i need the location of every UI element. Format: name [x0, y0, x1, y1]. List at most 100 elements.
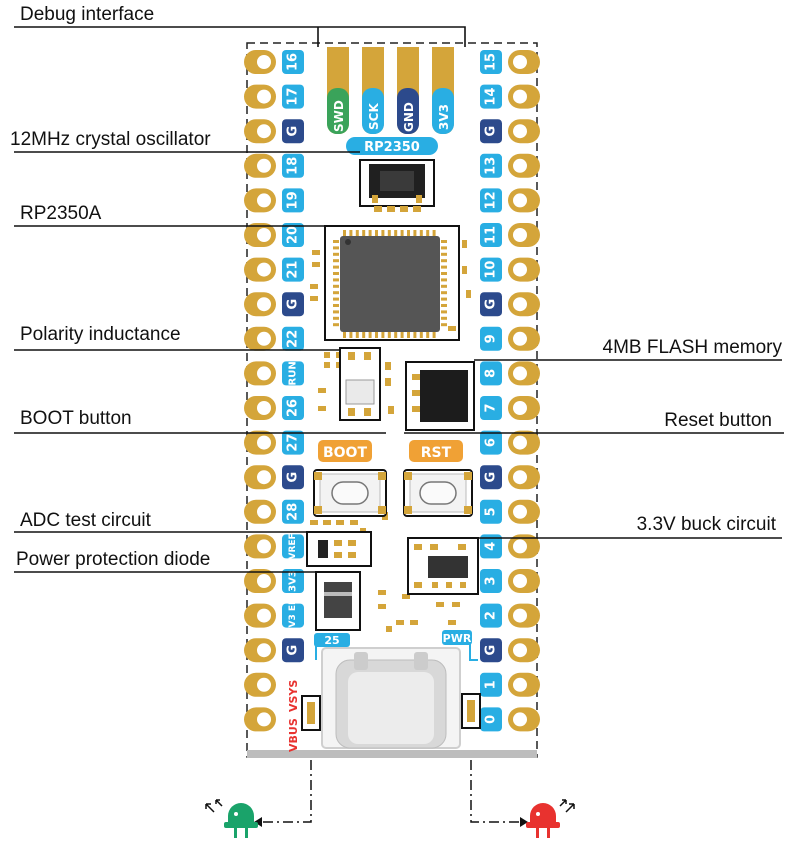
left-pin-badge	[282, 119, 304, 144]
chip-pin	[441, 304, 447, 307]
pwr-badge	[442, 630, 472, 645]
chip-pin	[407, 230, 410, 236]
right-pin-badge	[480, 326, 502, 351]
right-pad-hole	[513, 366, 527, 381]
chip-pin	[441, 265, 447, 269]
left-pad-column	[244, 50, 276, 732]
right-pin-badge	[480, 499, 502, 524]
callout-power-diode: Power protection diode	[16, 549, 210, 570]
right-pin-badge	[480, 153, 502, 178]
right-pin-label: 11	[484, 226, 499, 244]
chip-pin	[349, 230, 353, 236]
chip-pin	[441, 297, 447, 301]
right-pad-column	[508, 50, 540, 732]
left-pin-badge	[282, 361, 304, 386]
left-pin-badge	[282, 569, 304, 593]
right-pad-hole	[513, 89, 527, 104]
right-pad-hole	[513, 158, 527, 173]
left-pad-hole	[257, 504, 271, 519]
right-pin-badge	[480, 84, 502, 109]
chip-pin	[387, 230, 391, 236]
chip-pin	[333, 310, 339, 314]
chip-pin	[441, 278, 447, 282]
left-pin-badge	[282, 638, 304, 663]
right-pin-badge	[480, 119, 502, 144]
chip-pin	[441, 240, 447, 243]
left-pin-label: G	[286, 299, 301, 310]
usb-c-connector[interactable]	[321, 647, 461, 749]
right-pin-label: 3	[484, 576, 499, 585]
left-pad-hole	[257, 366, 271, 381]
reset-button[interactable]: RST	[403, 440, 473, 517]
left-pad-hole	[257, 608, 271, 623]
callout-boot-button: BOOT button	[20, 408, 132, 429]
chip-pin	[400, 230, 404, 236]
right-pin-label: 15	[484, 53, 499, 71]
buck-circuit	[407, 537, 479, 595]
right-pad-hole	[513, 262, 527, 277]
left-pin-badge	[282, 188, 304, 213]
chip-pin	[375, 332, 378, 338]
right-pad-hole	[513, 124, 527, 139]
left-pin-label: 19	[286, 191, 301, 209]
chip-badge	[346, 137, 438, 155]
board-bottom-edge	[247, 750, 537, 758]
left-pin-label: G	[286, 126, 301, 137]
chip-pin	[333, 304, 339, 307]
left-pin-label: 28	[286, 503, 301, 521]
right-pin-badge	[480, 603, 502, 628]
callout-polarity-inductance: Polarity inductance	[20, 324, 181, 345]
right-pin-label: 2	[484, 611, 499, 620]
chip-pin	[333, 316, 339, 320]
right-pin-label: 0	[484, 715, 499, 724]
left-pin-badge	[282, 465, 304, 490]
right-pin-badge	[480, 50, 502, 74]
led-leaders	[262, 760, 520, 823]
right-pin-label: G	[484, 126, 499, 137]
left-pin-badge	[282, 326, 304, 351]
left-pin-badge	[282, 603, 304, 628]
left-pin-badge	[282, 674, 304, 731]
right-pad-hole	[513, 331, 527, 346]
chip-pin	[343, 332, 346, 338]
chip-pin	[441, 246, 447, 250]
chip-pin	[362, 230, 366, 236]
callout-reset-button: Reset button	[664, 410, 772, 431]
right-pin-badge	[480, 534, 502, 559]
right-pad-hole	[513, 608, 527, 623]
right-pad-hole	[513, 677, 527, 692]
right-pin-badge	[480, 361, 502, 386]
left-pad-hole	[257, 677, 271, 692]
right-pin-label: 4	[484, 542, 499, 551]
debug-pin-gnd: GND	[402, 102, 416, 132]
rst-label: RST	[421, 445, 452, 461]
chip-pin	[333, 246, 339, 250]
rst-label-badge	[409, 440, 463, 462]
left-pad-hole	[257, 297, 271, 312]
callout-crystal: 12MHz crystal oscillator	[10, 129, 211, 150]
flash-memory	[405, 361, 475, 431]
right-pad-hole	[513, 470, 527, 485]
left-pad-hole	[257, 193, 271, 208]
right-pin-badge	[480, 188, 502, 213]
right-pin-label: 8	[484, 369, 499, 378]
chip-pin	[394, 230, 398, 236]
pwr-indicator-line	[469, 644, 478, 661]
left-pin-label: VREF	[288, 533, 298, 559]
right-pad-hole	[513, 643, 527, 658]
boot-button[interactable]: BOOT	[313, 440, 387, 517]
right-pin-label: 6	[484, 438, 499, 447]
debug-pin-3v3: 3V3	[437, 104, 451, 130]
right-pin-label: 1	[484, 680, 499, 689]
callout-chip: RP2350A	[20, 203, 102, 224]
right-pin-label: G	[484, 299, 499, 310]
left-pad-hole	[257, 470, 271, 485]
left-pin-label: 20	[286, 226, 301, 244]
chip-pin	[333, 297, 339, 301]
debug-header[interactable]: SWD SCK GND 3V3	[327, 47, 454, 134]
boot-label-badge	[318, 440, 372, 462]
left-pad-hole	[257, 539, 271, 554]
